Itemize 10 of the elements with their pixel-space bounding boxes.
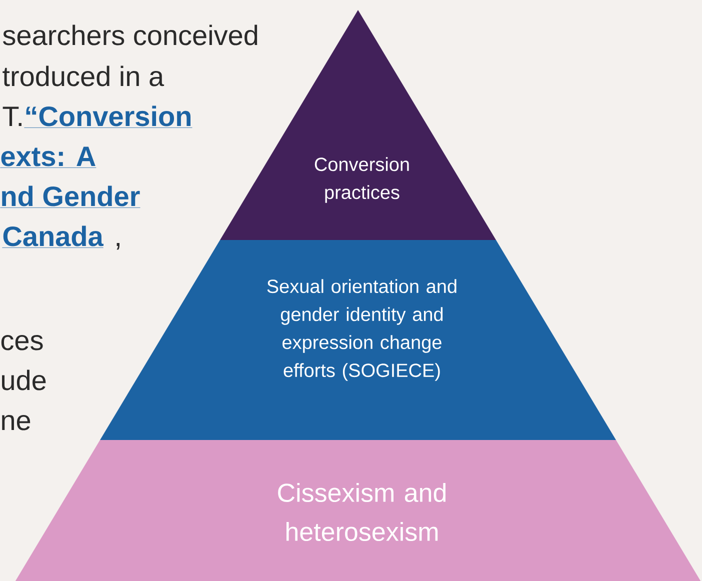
paragraph-text: ,: [116, 243, 120, 250]
paragraph-text: ne: [2, 414, 30, 430]
link-text: nd Gender: [0, 186, 140, 208]
paragraph-text: ude: [2, 370, 46, 390]
paragraph-text: ces: [1, 334, 43, 350]
paragraph-text: T.: [2, 106, 22, 126]
pyramid-band: Cissexism and heterosexism: [15, 440, 701, 581]
paragraph-text: troduced in a: [2, 66, 164, 86]
link-text: “Conversion: [24, 106, 192, 128]
link-text: exts: A: [0, 146, 96, 168]
